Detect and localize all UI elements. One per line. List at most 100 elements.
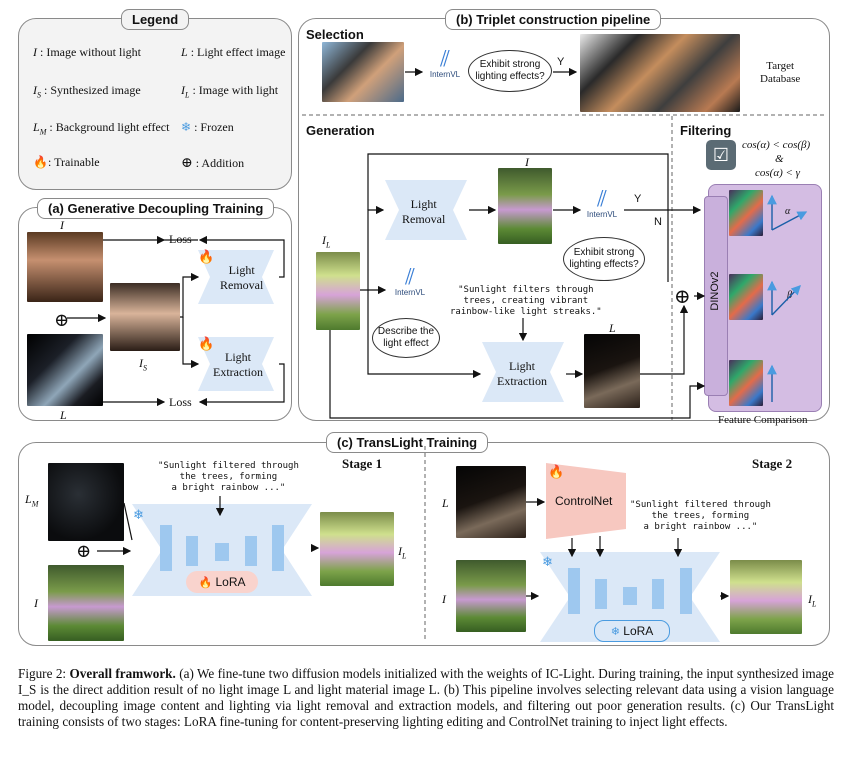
filter-condition-1: cos(α) < cos(β) xyxy=(742,139,811,151)
legend-item-frozen: ❄ : Frozen xyxy=(181,120,234,134)
filtering-divider xyxy=(671,116,673,420)
panel-a-title: (a) Generative Decoupling Training xyxy=(37,198,275,219)
fire-icon: 🔥 xyxy=(198,336,215,351)
panel-a-label-I: I xyxy=(60,218,64,232)
legend-item-LM: LM : Background light effect xyxy=(33,120,170,137)
query-cloud-2: Exhibit strong lighting effects? xyxy=(563,237,645,281)
stage2-label: Stage 2 xyxy=(752,456,793,471)
internvl-icon: ⫽ xyxy=(597,186,607,211)
background-light-image-LM xyxy=(48,463,124,541)
filtering-heading: Filtering xyxy=(680,123,732,138)
filter-condition-and: & xyxy=(775,153,784,165)
target-database-collage xyxy=(580,34,740,112)
label-L-b: L xyxy=(609,321,616,335)
legend-item-IS: IS : Synthesized image xyxy=(33,83,141,100)
panel-b-title: (b) Triplet construction pipeline xyxy=(445,9,662,30)
label-IL: IL xyxy=(322,233,331,250)
fire-icon: 🔥 xyxy=(198,249,215,264)
label-I1: I xyxy=(34,596,38,610)
figure-caption: Figure 2: Overall framwork. (a) We fine-… xyxy=(18,666,834,729)
caption-text: (a) We fine-tune two diffusion models in… xyxy=(18,666,834,729)
selection-divider xyxy=(302,114,824,116)
fire-icon: 🔥 xyxy=(198,577,213,589)
label-L2: L xyxy=(442,496,449,510)
unet-bar xyxy=(623,587,637,605)
query-cloud-3: Describe the light effect xyxy=(372,318,440,358)
generation-heading: Generation xyxy=(306,123,375,138)
yes-label-1: Y xyxy=(557,56,565,68)
unet-bar xyxy=(595,579,607,609)
label-IL2: IL xyxy=(808,592,817,609)
image-without-light-I xyxy=(498,168,552,244)
panel-c-title: (c) TransLight Training xyxy=(326,432,489,453)
stage1-label: Stage 1 xyxy=(342,456,383,471)
selection-collage xyxy=(322,42,404,102)
loss-top-label: Loss xyxy=(169,232,192,246)
feature-map-1 xyxy=(729,190,763,236)
dinov2-label: DINOv2 xyxy=(709,271,721,311)
plus-circle-icon: ⊕ xyxy=(76,541,92,561)
light-beam-image-L xyxy=(27,334,103,406)
lora-badge-stage1: 🔥 LoRA xyxy=(186,571,258,593)
internvl-icon: ⫽ xyxy=(440,46,450,71)
legend-panel xyxy=(18,18,292,190)
controlnet-label: ControlNet xyxy=(555,494,613,508)
legend-item-trainable: 🔥: Trainable xyxy=(33,155,100,169)
plus-circle-icon: ⊕ xyxy=(181,156,193,171)
panel-a-label-L: L xyxy=(60,408,67,422)
snowflake-icon: ❄ xyxy=(542,554,553,569)
portrait-image-I xyxy=(27,232,103,302)
panel-a-label-IS: IS xyxy=(139,356,147,373)
legend-item-addition: ⊕ : Addition xyxy=(181,156,245,171)
loss-bottom-label: Loss xyxy=(169,395,192,409)
unet-bar xyxy=(272,525,284,571)
label-LM: LM xyxy=(25,492,39,509)
snowflake-icon: ❄ xyxy=(181,120,192,134)
unet-bar xyxy=(160,525,172,571)
legend-item-L: L : Light effect image xyxy=(181,45,286,59)
yes-label-2: Y xyxy=(634,193,642,205)
light-effect-image-L2 xyxy=(456,466,526,538)
unet-bar xyxy=(245,536,257,566)
feature-map-2 xyxy=(729,274,763,320)
query-cloud-1: Exhibit strong lighting effects? xyxy=(468,50,552,92)
label-I2: I xyxy=(442,592,446,606)
no-label: N xyxy=(654,216,662,228)
plus-circle-icon: ⊕ xyxy=(54,310,70,330)
feature-map-3 xyxy=(729,360,763,406)
fire-icon: 🔥 xyxy=(33,155,48,169)
internvl-icon: ⫽ xyxy=(405,264,415,289)
unet-bar xyxy=(680,568,692,614)
legend-item-IL: IL : Image with light xyxy=(181,83,279,100)
lora-badge-stage2: ❄ LoRA xyxy=(594,620,670,642)
unet-bar xyxy=(568,568,580,614)
stage-divider xyxy=(424,446,426,642)
alpha-label: α xyxy=(785,206,791,217)
synthesized-image-IS xyxy=(110,283,180,351)
beta-label: β xyxy=(787,290,792,301)
image-without-light-I1 xyxy=(48,565,124,641)
image-with-light-IL1 xyxy=(320,512,394,586)
image-with-light-IL xyxy=(316,252,360,330)
snowflake-icon: ❄ xyxy=(133,507,144,522)
feature-comparison-label: Feature Comparison xyxy=(718,414,808,426)
controlnet-block xyxy=(546,463,626,539)
checklist-icon: ☑ xyxy=(706,140,736,170)
image-without-light-I2 xyxy=(456,560,526,632)
fire-icon: 🔥 xyxy=(548,464,565,479)
selection-heading: Selection xyxy=(306,27,364,42)
legend-title: Legend xyxy=(121,9,190,30)
internvl-logo: ⫽ InternVL xyxy=(390,264,430,298)
label-IL1: IL xyxy=(398,544,407,561)
internvl-logo: ⫽ InternVL xyxy=(582,186,622,220)
unet-bar xyxy=(186,536,198,566)
plus-circle-icon: ⊕ xyxy=(674,286,691,308)
